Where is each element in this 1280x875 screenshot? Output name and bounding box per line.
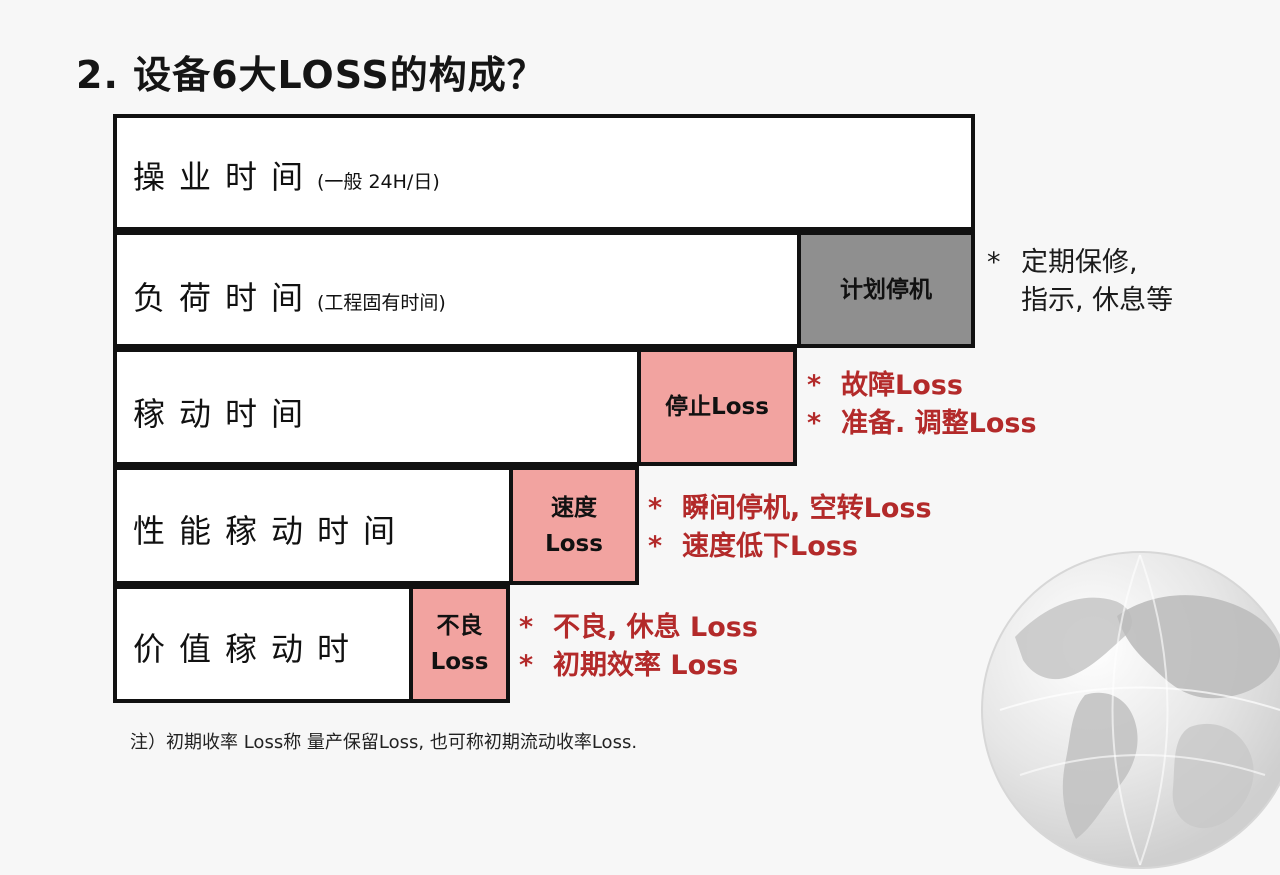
row-sub-label: (一般 24H/日) <box>317 171 440 193</box>
note-line: 初期效率 Loss <box>553 650 739 681</box>
defect-loss-note: * 不良, 休息 Loss * 初期效率 Loss <box>519 609 758 685</box>
row-main-label: 操业时间 <box>133 158 318 196</box>
loss-box-line: Loss <box>430 649 489 675</box>
note-line: 速度低下Loss <box>682 531 858 562</box>
loss-box-line: 不良 <box>436 613 483 639</box>
row-load-time: 负荷时间(工程固有时间) <box>113 231 801 348</box>
defect-loss-box: 不良 Loss <box>409 585 510 703</box>
bullet-star: * <box>648 493 663 524</box>
row-value-time: 价值稼动时 <box>113 585 413 703</box>
loss-box-line: Loss <box>545 530 603 557</box>
row-main-label: 价值稼动时 <box>133 630 364 668</box>
page-title: 2. 设备6大LOSS的构成？ <box>76 53 546 97</box>
bullet-star: * <box>807 408 822 439</box>
planned-stop-box: 计划停机 <box>797 231 975 348</box>
stop-loss-note: * 故障Loss * 准备. 调整Loss <box>807 367 1037 443</box>
row-operating-time: 操业时间(一般 24H/日) <box>113 114 975 231</box>
row-performance-time: 性能稼动时间 <box>113 466 513 585</box>
note-line: 定期保修, <box>1021 247 1138 278</box>
loss-box-label: 停止Loss <box>665 394 769 420</box>
note-line: 故障Loss <box>841 370 963 401</box>
stop-loss-box: 停止Loss <box>637 348 797 466</box>
row-sub-label: (工程固有时间) <box>317 292 446 314</box>
bullet-star: * <box>519 650 534 681</box>
note-line: 瞬间停机, 空转Loss <box>682 493 932 524</box>
note-line: 指示, 休息等 <box>1021 285 1174 316</box>
row-main-label: 负荷时间 <box>133 279 318 317</box>
speed-loss-note: * 瞬间停机, 空转Loss * 速度低下Loss <box>648 490 932 566</box>
row-main-label: 性能稼动时间 <box>133 512 410 550</box>
bullet-star: * <box>807 370 822 401</box>
row-main-label: 稼动时间 <box>133 395 318 433</box>
row-operation-time: 稼动时间 <box>113 348 641 466</box>
bullet-star: * <box>987 247 1001 278</box>
note-line: 不良, 休息 Loss <box>553 612 758 643</box>
bullet-star: * <box>648 531 663 562</box>
speed-loss-box: 速度 Loss <box>509 466 639 585</box>
globe-icon <box>981 551 1280 869</box>
loss-box-line: 速度 <box>551 494 597 521</box>
bullet-star: * <box>519 612 534 643</box>
footnote: 注）初期收率 Loss称 量产保留Loss, 也可称初期流动收率Loss. <box>130 732 638 753</box>
loss-box-label: 计划停机 <box>840 276 932 303</box>
planned-stop-note: * 定期保修, 指示, 休息等 <box>987 244 1173 320</box>
note-line: 准备. 调整Loss <box>841 408 1037 439</box>
